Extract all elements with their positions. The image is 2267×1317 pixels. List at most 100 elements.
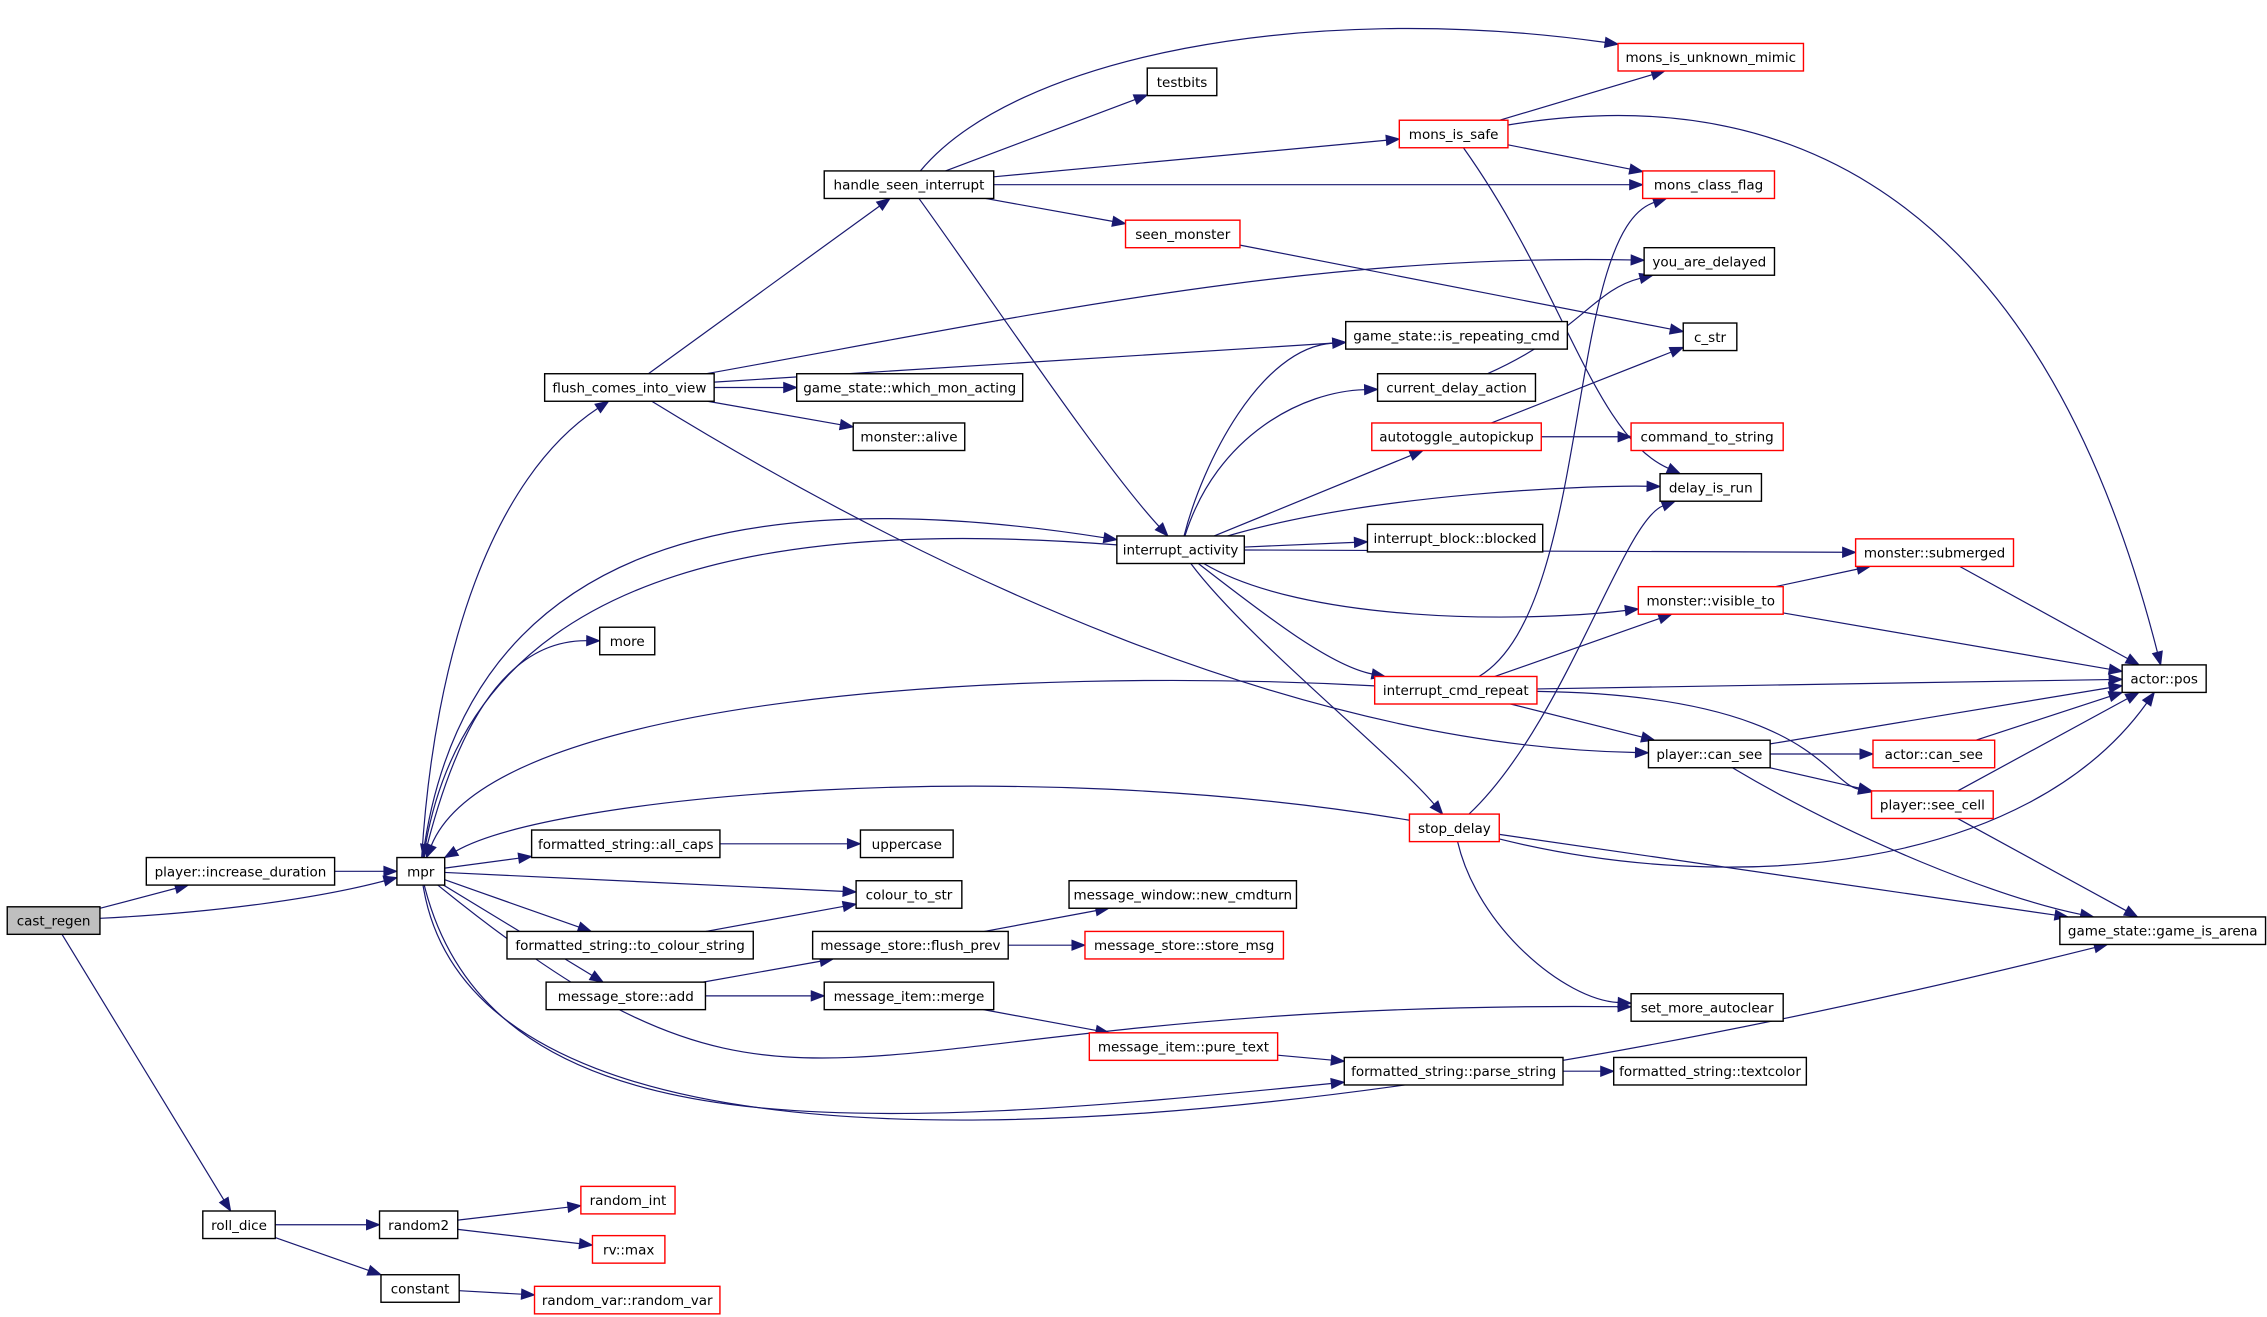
node-set_more_autoclear[interactable]: set_more_autoclear	[1630, 993, 1784, 1022]
edge-line	[444, 857, 519, 869]
edge-interrupt_activity-to-monster_visible_to	[1203, 562, 1640, 618]
node-ib_blocked[interactable]: interrupt_block::blocked	[1366, 523, 1544, 553]
node-mons_class_flag[interactable]: mons_class_flag	[1641, 170, 1776, 200]
node-command_to_string[interactable]: command_to_string	[1630, 422, 1784, 452]
node-box	[1408, 813, 1500, 843]
node-mons_unknown_mimic[interactable]: mons_is_unknown_mimic	[1617, 42, 1805, 72]
node-delay_is_run[interactable]: delay_is_run	[1659, 472, 1763, 502]
node-box	[1084, 930, 1285, 960]
node-testbits[interactable]: testbits	[1146, 67, 1218, 97]
node-label: player::increase_duration	[155, 864, 327, 880]
node-box	[1124, 219, 1241, 249]
node-fs_parse[interactable]: formatted_string::parse_string	[1343, 1056, 1564, 1086]
arrowhead	[1617, 996, 1633, 1009]
node-label: formatted_string::to_colour_string	[515, 938, 744, 954]
arrowhead	[218, 1196, 232, 1213]
node-stop_delay[interactable]: stop_delay	[1408, 813, 1500, 843]
edge-line	[61, 934, 225, 1201]
node-you_are_delayed[interactable]: you_are_delayed	[1643, 247, 1776, 276]
node-random_int[interactable]: random_int	[580, 1185, 676, 1215]
edge-line	[705, 905, 844, 933]
node-box	[545, 981, 707, 1011]
node-box	[1343, 1056, 1564, 1086]
arrowhead	[1629, 178, 1645, 191]
arrowhead	[1385, 134, 1401, 147]
node-box	[811, 930, 1009, 960]
node-fs_to_colour[interactable]: formatted_string::to_colour_string	[506, 930, 754, 960]
node-handle_seen[interactable]: handle_seen_interrupt	[823, 170, 995, 200]
node-fs_textcolor[interactable]: formatted_string::textcolor	[1612, 1056, 1808, 1086]
node-mpr[interactable]: mpr	[396, 856, 446, 886]
node-box	[599, 626, 656, 656]
edge-line	[1244, 541, 1355, 548]
node-gs_game_is_arena[interactable]: game_state::game_is_arena	[2059, 916, 2267, 946]
edge-handle_seen-to-mons_unknown_mimic	[919, 27, 1620, 172]
node-flush_civ[interactable]: flush_comes_into_view	[543, 373, 715, 402]
node-actor_can_see[interactable]: actor::can_see	[1872, 739, 1996, 769]
node-gs_which_mon[interactable]: game_state::which_mon_acting	[796, 373, 1024, 402]
edge-line	[1494, 617, 1660, 678]
node-uppercase[interactable]: uppercase	[859, 829, 954, 859]
node-label: message_item::pure_text	[1098, 1040, 1269, 1056]
node-label: player::see_cell	[1880, 798, 1985, 814]
node-box	[1376, 373, 1537, 402]
node-player_can_see[interactable]: player::can_see	[1647, 739, 1771, 769]
node-c_str[interactable]: c_str	[1682, 322, 1738, 352]
node-interrupt_cmd_repeat[interactable]: interrupt_cmd_repeat	[1373, 675, 1538, 705]
node-interrupt_activity[interactable]: interrupt_activity	[1116, 535, 1246, 565]
node-box	[823, 981, 995, 1011]
node-gs_is_repeating[interactable]: game_state::is_repeating_cmd	[1345, 320, 1569, 350]
node-ms_flush_prev[interactable]: message_store::flush_prev	[811, 930, 1009, 960]
edge-mons_is_safe-to-mons_class_flag	[1507, 144, 1645, 175]
edge-fs_parse-to-fs_textcolor	[1563, 1065, 1616, 1077]
node-inc_dur[interactable]: player::increase_duration	[145, 856, 336, 886]
node-player_see_cell[interactable]: player::see_cell	[1870, 790, 1994, 820]
node-mons_is_safe[interactable]: mons_is_safe	[1398, 119, 1509, 149]
node-seen_monster[interactable]: seen_monster	[1124, 219, 1241, 249]
node-ms_add[interactable]: message_store::add	[545, 981, 707, 1011]
node-label: mons_is_safe	[1409, 127, 1499, 143]
node-mw_new_cmdturn[interactable]: message_window::new_cmdturn	[1068, 880, 1298, 909]
arrowhead	[1657, 613, 1674, 625]
node-ms_store_msg[interactable]: message_store::store_msg	[1084, 930, 1285, 960]
node-label: monster::visible_to	[1647, 593, 1775, 609]
edge-line	[99, 887, 176, 909]
node-box	[1682, 322, 1738, 352]
node-fs_all_caps[interactable]: formatted_string::all_caps	[530, 829, 721, 859]
node-roll_dice[interactable]: roll_dice	[202, 1210, 276, 1240]
edge-line	[1183, 342, 1333, 537]
node-current_delay[interactable]: current_delay_action	[1376, 373, 1537, 402]
node-autotoggle[interactable]: autotoggle_autopickup	[1371, 422, 1542, 452]
node-more[interactable]: more	[599, 626, 656, 656]
edge-flush_civ-to-you_are_delayed	[706, 254, 1646, 375]
edge-line	[1507, 114, 2159, 653]
node-mi_merge[interactable]: message_item::merge	[823, 981, 995, 1011]
node-box	[396, 856, 446, 886]
node-box	[145, 856, 336, 886]
node-actor_pos[interactable]: actor::pos	[2121, 664, 2207, 694]
node-mi_pure_text[interactable]: message_item::pure_text	[1088, 1032, 1279, 1062]
edge-random2-to-rv_max	[457, 1228, 594, 1250]
edge-line	[1491, 351, 1672, 424]
node-colour_to_str[interactable]: colour_to_str	[855, 880, 963, 909]
edge-mons_is_safe-to-actor_pos	[1507, 114, 2163, 667]
node-random_var[interactable]: random_var::random_var	[533, 1285, 721, 1315]
arrowhead	[2151, 650, 2163, 667]
edge-line	[1536, 678, 2110, 690]
edge-line	[1957, 817, 2127, 912]
edge-line	[422, 517, 1105, 858]
edge-line	[457, 1228, 580, 1245]
node-rv_max[interactable]: rv::max	[591, 1234, 666, 1264]
arrowhead	[383, 865, 399, 878]
edge-line	[1959, 565, 2128, 660]
node-random2[interactable]: random2	[378, 1210, 459, 1240]
node-cast_regen[interactable]: cast_regen	[6, 906, 101, 936]
edge-interrupt_cmd_repeat-to-mpr	[425, 679, 1375, 859]
node-monster_alive[interactable]: monster::alive	[852, 422, 966, 452]
node-monster_visible_to[interactable]: monster::visible_to	[1637, 585, 1784, 615]
arrowhead	[1651, 197, 1668, 209]
node-monster_submerged[interactable]: monster::submerged	[1854, 538, 2015, 568]
node-box	[202, 1210, 276, 1240]
node-constant[interactable]: constant	[380, 1274, 460, 1303]
node-box	[1068, 880, 1298, 909]
